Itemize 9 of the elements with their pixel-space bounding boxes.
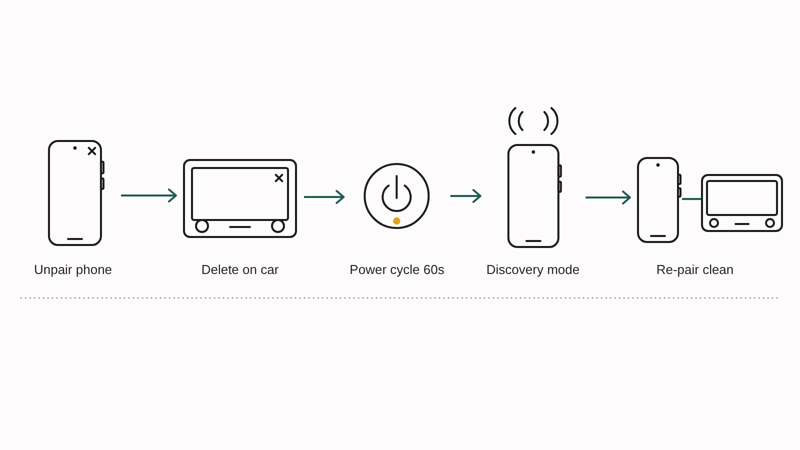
step-label: Re-pair clean xyxy=(656,262,734,278)
step-label: Unpair phone xyxy=(34,262,112,278)
arrow xyxy=(121,188,177,202)
arrow xyxy=(450,189,482,203)
arrow xyxy=(304,190,345,204)
step-label: Discovery mode xyxy=(486,262,580,278)
arrow xyxy=(586,190,631,204)
step-label: Power cycle 60s xyxy=(350,262,444,278)
step-label: Delete on car xyxy=(201,262,279,278)
